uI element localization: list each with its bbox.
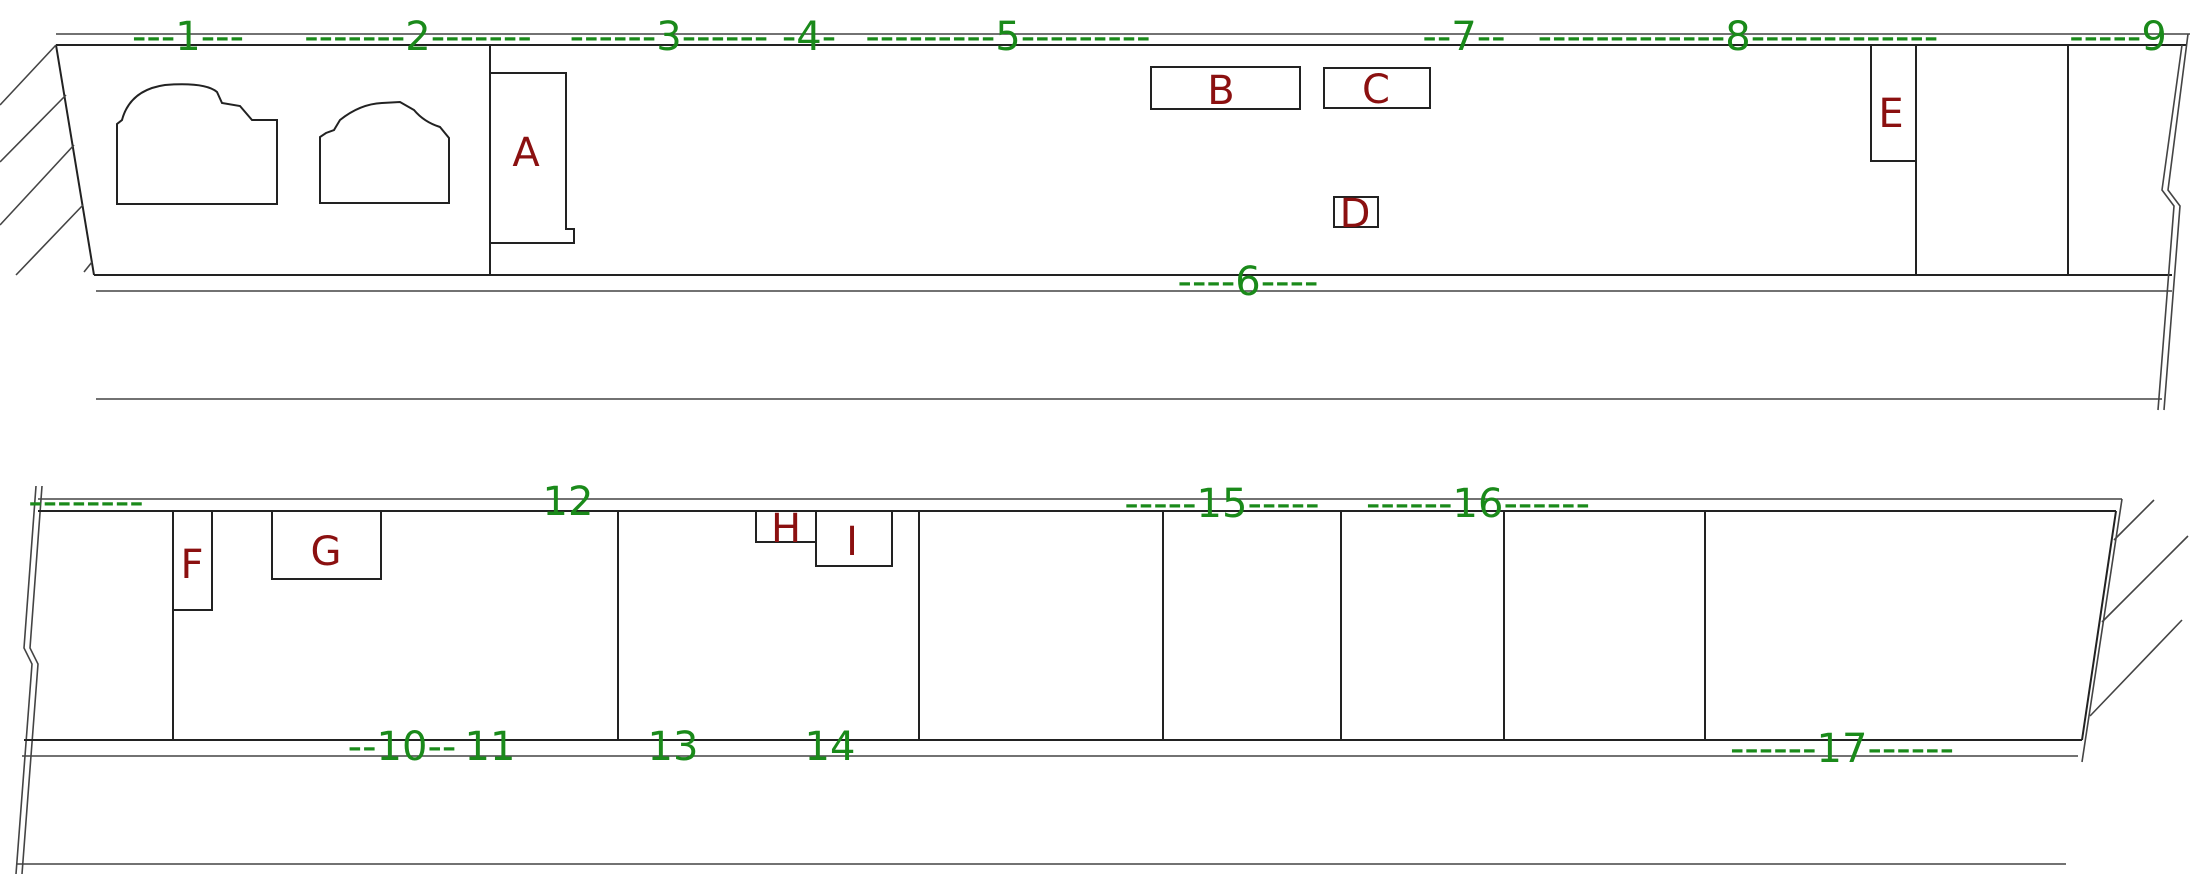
right-wall-outer xyxy=(2163,33,2189,411)
left-wall-outer xyxy=(15,485,37,875)
label-16: ------16------ xyxy=(1366,481,1590,527)
label-11: 11 xyxy=(465,724,516,770)
label-5: ---------5--------- xyxy=(865,14,1150,60)
left-wall-inner xyxy=(21,485,43,875)
label-4: -4- xyxy=(782,14,836,60)
bottom-section xyxy=(15,485,2189,875)
number-labels: ---1--- -------2------- ------3------ -4… xyxy=(28,14,2167,772)
arch-window-1 xyxy=(116,83,278,205)
arch-window-2 xyxy=(319,100,450,204)
label-17: ------17------ xyxy=(1730,726,1954,772)
box-D xyxy=(1333,196,1379,228)
label-15: -----15----- xyxy=(1124,481,1319,527)
letter-labels: A B C D E F G H I xyxy=(180,67,1903,588)
top-section xyxy=(0,33,2190,411)
label-2: -------2------- xyxy=(304,14,532,60)
label-7: --7-- xyxy=(1422,14,1505,60)
right-slanted-wall xyxy=(2081,510,2117,741)
box-B xyxy=(1150,66,1301,110)
box-H xyxy=(755,511,816,543)
label-E: E xyxy=(1878,91,1903,137)
label-13: 13 xyxy=(648,724,699,770)
label-8: -------------8------------- xyxy=(1538,14,1939,60)
right-hatching xyxy=(2089,499,2189,717)
left-wall xyxy=(55,44,95,276)
left-hatching xyxy=(0,44,93,276)
right-wall-inner xyxy=(2157,44,2183,411)
label-I: I xyxy=(846,519,858,565)
label-A: A xyxy=(512,130,540,176)
box-I xyxy=(815,511,893,567)
box-G xyxy=(271,511,382,580)
label-1: ---1--- xyxy=(132,14,244,60)
label-10: --10-- xyxy=(348,724,457,770)
label-3: ------3------ xyxy=(570,14,769,60)
label-9: -----9 xyxy=(2069,14,2167,60)
label-9-continued: -------- xyxy=(28,479,143,525)
label-14: 14 xyxy=(805,724,856,770)
label-12: 12 xyxy=(543,479,594,525)
box-C xyxy=(1323,67,1431,109)
label-G: G xyxy=(311,529,342,575)
label-H: H xyxy=(771,506,801,552)
label-C: C xyxy=(1362,67,1390,113)
label-F: F xyxy=(180,542,203,588)
box-A xyxy=(490,72,575,244)
label-6: ----6---- xyxy=(1178,259,1319,305)
label-D: D xyxy=(1340,191,1371,237)
label-B: B xyxy=(1207,68,1234,114)
right-slanted-wall-outer xyxy=(2081,498,2123,763)
